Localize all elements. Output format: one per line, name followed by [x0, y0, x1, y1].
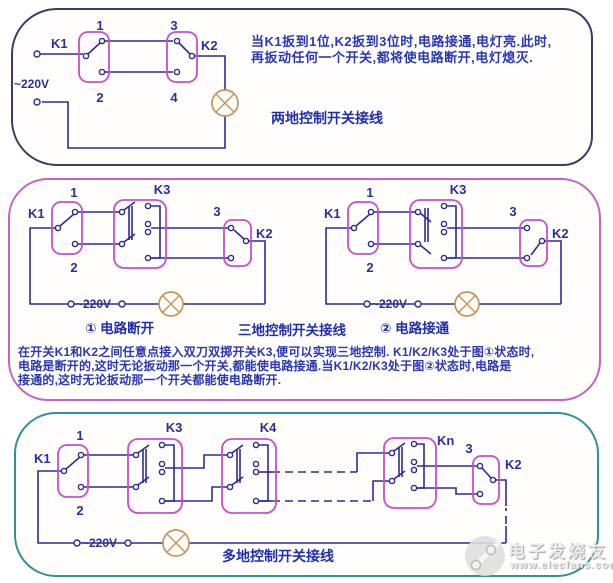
- switch-k1: [51, 201, 83, 255]
- terminal-label-3: 3: [170, 18, 177, 33]
- panel2-description: 在开关K1和K2之间任意点接入双刀双掷开关K3,便可以实现三地控制. K1/K2…: [18, 345, 534, 387]
- supply-terminals: [363, 300, 422, 308]
- switch-k2: [166, 31, 198, 83]
- elecfans-watermark: 电子发烧友 www.elecfans.com: [462, 531, 613, 581]
- panel2-caption: 三地控制开关接线: [238, 323, 346, 338]
- two-location-circuit-diagram: 1 3 2 4 K1 K2 ~220V: [14, 18, 239, 149]
- switch-k2: [472, 455, 500, 505]
- elecfans-logo-icon: [465, 536, 505, 576]
- switch-k4-label: K4: [260, 420, 277, 435]
- multi-location-circuit-diagram: K1 1 2 K3 K4 Kn 3 K2 ~220V: [34, 420, 522, 557]
- panel-three-location-control: K1 1 2 K3 3 K2 ~220V: [8, 178, 601, 401]
- voltage-label: ~220V: [82, 536, 117, 550]
- panel2-description-line3: 接通的,这时无论扳动那一个开关都能使电路断开.: [18, 373, 282, 387]
- panel1-description-line1: 当K1扳到1位,K2扳到3位时,电路接通,电灯亮.此时,: [251, 34, 552, 49]
- terminal-label-3: 3: [213, 204, 220, 219]
- supply-terminals: [73, 539, 132, 547]
- switch-k1-label: K1: [324, 206, 341, 221]
- lamp-icon: [454, 291, 480, 317]
- voltage-label: ~220V: [76, 297, 111, 311]
- lamp-icon: [162, 529, 190, 557]
- lamp-icon: [158, 291, 184, 317]
- switch-k4-dpdt: [221, 438, 277, 514]
- switch-k2: [519, 219, 548, 267]
- state2-caption: ② 电路接通: [380, 321, 450, 336]
- lamp-icon: [211, 89, 239, 117]
- switch-k1-label: K1: [34, 451, 51, 466]
- panel-two-location-control: 1 3 2 4 K1 K2 ~220V 当K1扳到1位,K2扳到3位时,电路接通…: [11, 8, 593, 166]
- switch-k1-label: K1: [28, 206, 45, 221]
- diagram2-circuit-closed: K1 1 2 K3 3 K2 ~220V: [324, 182, 569, 317]
- state1-caption: ① 电路断开: [85, 321, 155, 336]
- terminal-label-2: 2: [70, 260, 77, 275]
- switch-k3-dpdt: [127, 438, 183, 514]
- terminal-label-2: 2: [96, 90, 103, 105]
- wires: [325, 211, 562, 305]
- panel3-caption: 多地控制开关接线: [222, 548, 334, 564]
- switch-k3-label: K3: [166, 420, 183, 435]
- terminal-label-2: 2: [366, 260, 373, 275]
- wires: [40, 40, 226, 149]
- switch-k2-label: K2: [505, 457, 522, 472]
- switch-k2-label: K2: [256, 226, 273, 241]
- switch-k2: [223, 219, 252, 267]
- panel2-description-line2: 电路是断开的,这时无论扳动那一个开关,都能使电路接通.当K1/K2/K3处于图②…: [18, 359, 512, 373]
- switch-k3-dpdt: [409, 199, 463, 269]
- supply-terminals: [33, 50, 41, 106]
- switch-k3-dpdt: [113, 199, 167, 269]
- switch-k1-label: K1: [51, 36, 68, 51]
- switch-kn-label: Kn: [437, 433, 454, 448]
- terminal-label-2: 2: [76, 503, 83, 518]
- panel1-description: 当K1扳到1位,K2扳到3位时,电路接通,电灯亮.此时, 再扳动任何一个开关,都…: [251, 34, 552, 66]
- terminal-label-1: 1: [70, 185, 77, 200]
- voltage-label: ~220V: [372, 297, 407, 311]
- wires: [29, 211, 266, 305]
- switch-k2-label: K2: [552, 226, 569, 241]
- terminal-label-1: 1: [96, 18, 103, 33]
- terminal-label-4: 4: [170, 90, 178, 105]
- terminal-label-3: 3: [465, 441, 472, 456]
- switch-k3-label: K3: [154, 182, 171, 197]
- panel2-description-line1: 在开关K1和K2之间任意点接入双刀双掷开关K3,便可以实现三地控制. K1/K2…: [18, 345, 535, 359]
- panel1-description-line2: 再扳动任何一个开关,都将使电路断开,电灯熄灭.: [251, 50, 534, 65]
- terminal-label-3: 3: [509, 204, 516, 219]
- watermark-site-name: 电子发烧友: [508, 542, 608, 561]
- terminal-label-1: 1: [76, 428, 83, 443]
- supply-terminals: [67, 300, 126, 308]
- diagram1-circuit-open: K1 1 2 K3 3 K2 ~220V: [28, 182, 273, 317]
- watermark-site-url: www.elecfans.com: [510, 559, 613, 571]
- switch-k2-label: K2: [201, 38, 218, 53]
- switch-k1: [57, 444, 89, 498]
- terminal-label-1: 1: [366, 185, 373, 200]
- switch-k3-label: K3: [450, 182, 467, 197]
- switch-kn-dpdt: [383, 437, 437, 509]
- voltage-label: ~220V: [14, 77, 49, 91]
- panel1-caption: 两地控制开关接线: [271, 110, 383, 126]
- switch-k1: [347, 201, 379, 255]
- three-location-circuit-diagrams: K1 1 2 K3 3 K2 ~220V: [28, 182, 569, 317]
- switch-k1: [78, 31, 110, 83]
